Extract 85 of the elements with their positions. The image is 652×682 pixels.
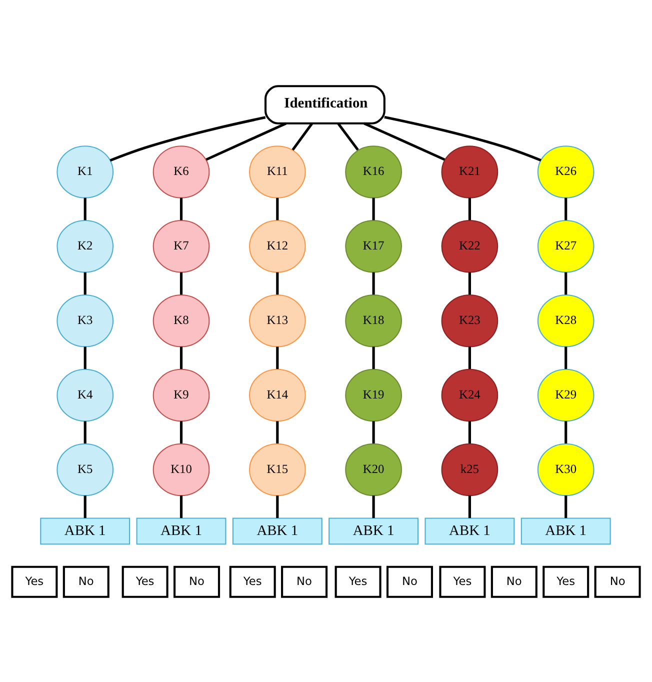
node-circle: K14 <box>248 368 306 422</box>
connector <box>180 346 183 369</box>
node-box: No <box>490 565 538 598</box>
node-box: Yes <box>542 565 590 598</box>
connector <box>84 272 86 294</box>
node-circle: K6 <box>152 145 210 198</box>
node-circle: K8 <box>152 294 210 347</box>
node-box: Yes <box>334 565 382 598</box>
connector <box>292 122 314 150</box>
connector <box>372 420 375 443</box>
connector <box>468 495 471 518</box>
node-circle: K15 <box>248 442 306 496</box>
node-box: No <box>62 565 110 598</box>
node-box: ABK 1 <box>520 517 611 544</box>
connector <box>337 122 359 150</box>
node-circle: K26 <box>537 145 594 198</box>
node-circle: K23 <box>441 294 498 347</box>
connector <box>180 495 183 518</box>
node-box: Yes <box>229 565 276 598</box>
connector <box>180 197 183 220</box>
connector <box>468 197 471 220</box>
connector <box>84 346 86 369</box>
connector <box>364 122 446 160</box>
connector <box>468 420 471 443</box>
node-circle: K20 <box>345 442 402 496</box>
node-circle: K27 <box>537 220 594 272</box>
connector <box>276 420 279 443</box>
connector <box>84 495 86 518</box>
connector <box>110 116 266 162</box>
node-box: ABK 1 <box>328 517 419 544</box>
node-circle: K11 <box>248 145 306 198</box>
connector <box>206 122 287 160</box>
node-circle: K10 <box>152 442 210 496</box>
node-circle: K24 <box>441 368 498 422</box>
connector <box>180 420 183 443</box>
node-box: ABK 1 <box>136 517 226 544</box>
node-circle: K29 <box>537 368 594 422</box>
node-box: No <box>281 565 328 598</box>
connector <box>564 420 568 443</box>
node-circle: K17 <box>345 220 402 272</box>
connector <box>276 197 279 220</box>
node-circle: K19 <box>345 368 402 422</box>
node-box: ABK 1 <box>232 517 322 544</box>
connector <box>276 272 279 294</box>
connector <box>468 346 471 369</box>
connector <box>564 272 568 294</box>
node-box: Yes <box>439 565 486 598</box>
connector <box>372 272 375 294</box>
connector <box>180 272 183 294</box>
node-box: No <box>174 565 220 598</box>
node-box: ABK 1 <box>424 517 515 544</box>
node-circle: K7 <box>152 220 210 272</box>
connector <box>276 346 279 369</box>
node-circle: K5 <box>56 442 114 496</box>
connector <box>84 197 86 220</box>
node-box: No <box>594 565 641 598</box>
connector <box>276 495 279 518</box>
connector <box>468 272 471 294</box>
node-circle: K16 <box>345 145 402 198</box>
node-circle: K2 <box>56 220 114 272</box>
connector <box>372 197 375 220</box>
connector <box>372 346 375 369</box>
node-circle: k25 <box>441 442 498 496</box>
node-circle: K30 <box>537 442 594 496</box>
node-circle: K9 <box>152 368 210 422</box>
connector <box>372 495 375 518</box>
connector <box>564 197 568 220</box>
node-circle: K13 <box>248 294 306 347</box>
node-circle: K28 <box>537 294 594 347</box>
node-circle: K18 <box>345 294 402 347</box>
connector <box>564 346 568 369</box>
node-box: Yes <box>122 565 168 598</box>
node-circle: K21 <box>441 145 498 198</box>
node-circle: K22 <box>441 220 498 272</box>
connector <box>384 115 542 161</box>
node-box: Identification <box>264 84 386 124</box>
node-box: ABK 1 <box>40 517 130 544</box>
node-circle: K1 <box>56 145 114 198</box>
node-box: No <box>386 565 433 598</box>
node-circle: K3 <box>56 294 114 347</box>
connector <box>84 420 86 443</box>
node-box: Yes <box>11 565 58 598</box>
node-circle: K12 <box>248 220 306 272</box>
connector <box>564 495 568 518</box>
node-circle: K4 <box>56 368 114 422</box>
